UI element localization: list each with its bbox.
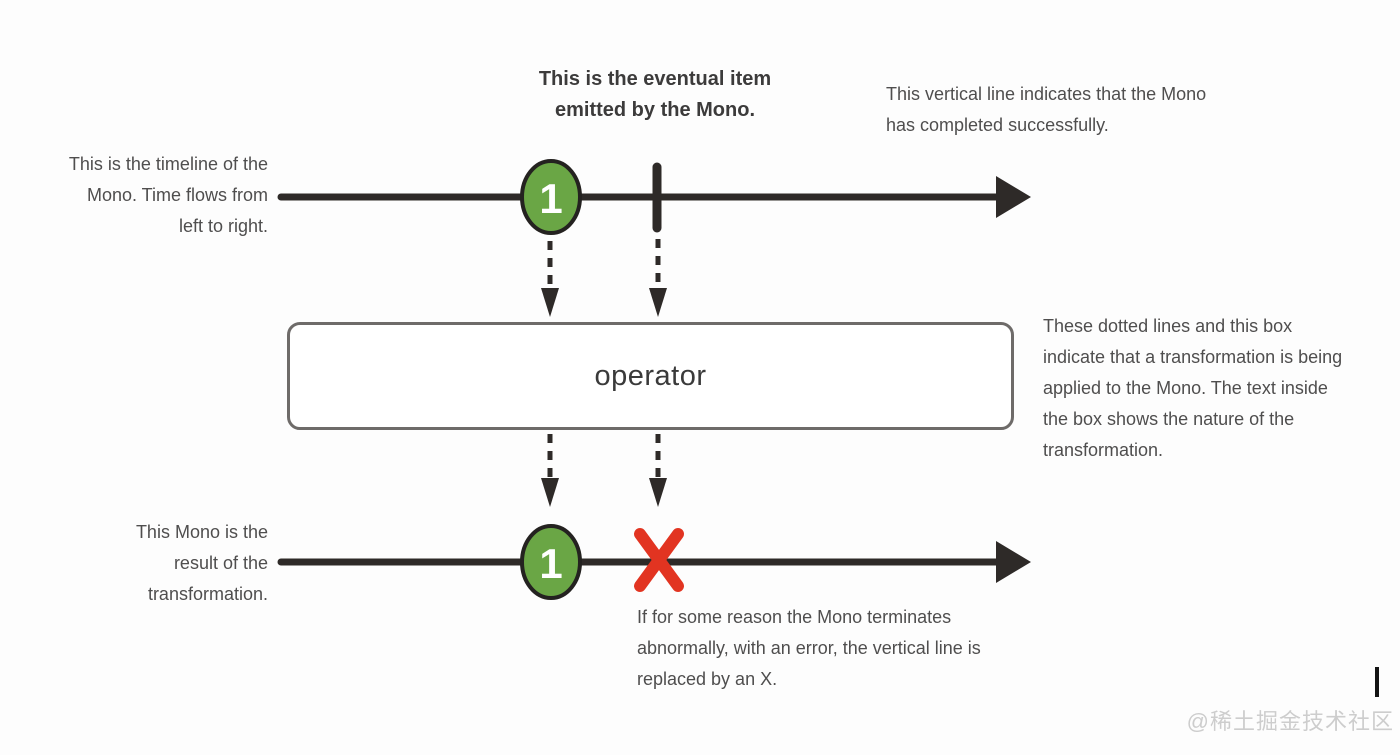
text-cursor: [1375, 667, 1379, 697]
annotation-completion: This vertical line indicates that the Mo…: [886, 84, 1207, 135]
annotation-result: This Mono is the result of the transform…: [135, 522, 268, 604]
result-timeline: [277, 541, 1031, 583]
annotation-error: If for some reason the Mono terminates a…: [637, 607, 981, 689]
dashed-arrow-source-item-icon: [541, 241, 559, 317]
marble-circle: [520, 524, 582, 600]
dashed-arrowhead: [649, 288, 667, 317]
result-timeline-arrowhead-icon: [996, 541, 1031, 583]
source-marble: 1: [520, 159, 582, 235]
marble-circle: [520, 159, 582, 235]
source-marble-label: 1: [539, 175, 562, 222]
dashed-arrowhead: [541, 288, 559, 317]
error-x-stroke: [634, 528, 684, 592]
dashed-arrow-result-item-icon: [541, 434, 559, 507]
result-marble: 1: [520, 524, 582, 600]
error-x-icon: [634, 528, 684, 592]
result-marble-label: 1: [539, 540, 562, 587]
watermark: @稀土掘金技术社区: [1186, 709, 1394, 734]
operator-box: operator: [287, 322, 1014, 430]
annotation-transformation: These dotted lines and this box indicate…: [1043, 316, 1343, 460]
annotation-emitted-item: This is the eventual item emitted by the…: [538, 68, 772, 121]
dashed-arrowhead: [541, 478, 559, 507]
dashed-arrow-result-error-icon: [649, 434, 667, 507]
source-timeline: [277, 176, 1031, 218]
annotation-timeline: This is the timeline of the Mono. Time f…: [68, 154, 268, 236]
dashed-arrow-source-complete-icon: [649, 239, 667, 317]
operator-label: operator: [594, 359, 707, 392]
dashed-arrowhead: [649, 478, 667, 507]
source-timeline-arrowhead-icon: [996, 176, 1031, 218]
